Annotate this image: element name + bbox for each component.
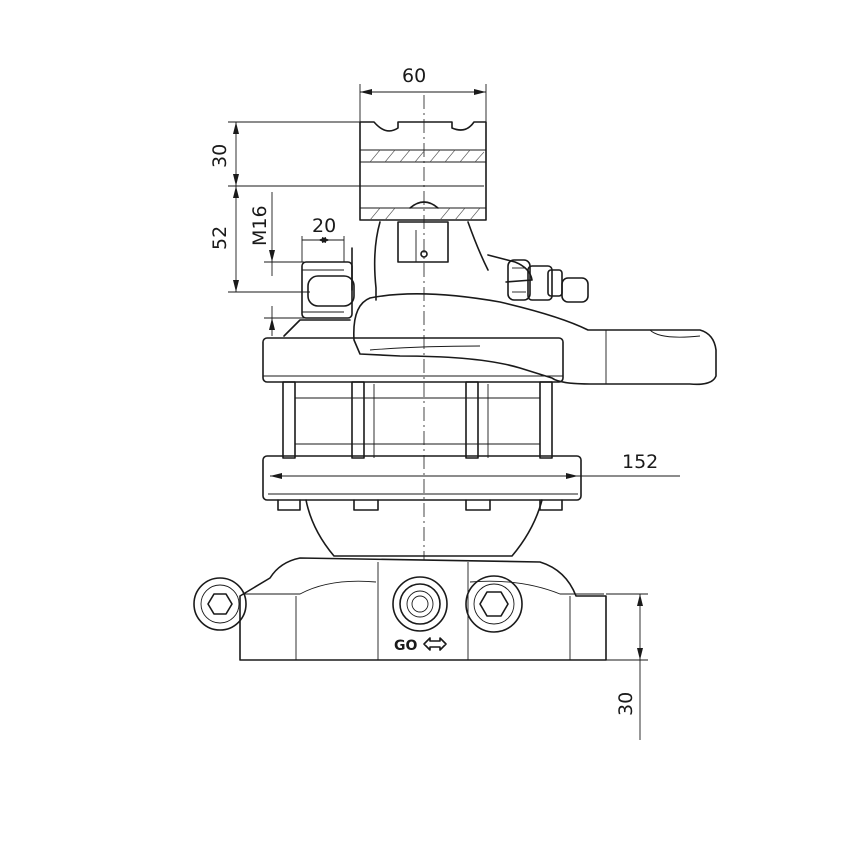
swivel-arm bbox=[353, 293, 717, 386]
dimension-top-width: 60 bbox=[359, 65, 487, 122]
dimension-label-top-height: 30 bbox=[209, 144, 231, 168]
dimension-upper-height: 52 bbox=[209, 186, 310, 293]
dimension-label-port-width: 20 bbox=[312, 215, 336, 237]
double-arrow-icon bbox=[423, 637, 447, 651]
go-port bbox=[392, 576, 448, 632]
lower-flange bbox=[262, 455, 582, 511]
top-flange bbox=[262, 319, 564, 383]
dimension-flange-width: 152 bbox=[270, 451, 680, 479]
dimension-label-thread: M16 bbox=[249, 205, 271, 246]
dimension-thread: M16 bbox=[249, 192, 304, 336]
dimension-top-height: 30 bbox=[209, 121, 362, 187]
dimension-label-base-height: 30 bbox=[615, 692, 637, 716]
bell-housing bbox=[305, 499, 543, 557]
hex-port bbox=[465, 575, 523, 633]
rotator-base: GO bbox=[193, 557, 607, 661]
rotator-body bbox=[351, 221, 533, 301]
rotor-section bbox=[282, 381, 553, 459]
top-link bbox=[359, 121, 487, 221]
dimension-label-top-width: 60 bbox=[402, 65, 426, 87]
dimension-port-width: 20 bbox=[301, 215, 345, 262]
hydraulic-fitting bbox=[507, 259, 589, 303]
hex-plug bbox=[193, 577, 247, 631]
dimension-label-upper-height: 52 bbox=[209, 226, 231, 250]
dimension-label-flange-width: 152 bbox=[622, 451, 658, 473]
dimension-base-height: 30 bbox=[606, 593, 648, 740]
side-port bbox=[301, 261, 355, 319]
go-port-label: GO bbox=[394, 638, 417, 654]
